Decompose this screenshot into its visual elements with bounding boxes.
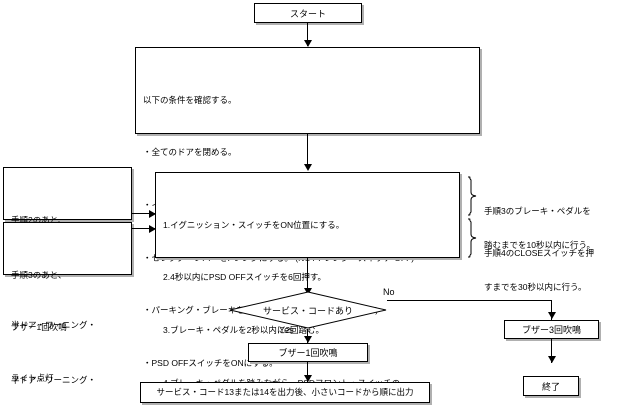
arrowhead-note-step3 <box>149 224 156 233</box>
node-conditions: 以下の条件を確認する。 ・全てのドアを閉める。 ・イグニッション・スイッチをLO… <box>135 47 480 368</box>
note-step3-line-2: ブザー1回吹鳴 <box>11 322 67 333</box>
node-end-label: 終了 <box>541 381 560 392</box>
conditions-line-2: ・全てのドアを閉める。 <box>143 147 237 158</box>
arrowhead-end <box>547 356 556 363</box>
note-step3-line-3: 半ドア・ワーニング・ <box>11 374 97 385</box>
note-brace-30sec-line-1: 手順4のCLOSEスイッチを押 <box>484 248 595 259</box>
arrowhead-procedure <box>303 164 312 171</box>
edge-note-step3-to-procedure <box>132 228 156 229</box>
arrowhead-buzzer-three <box>547 312 556 319</box>
conditions-line-6: ・PSD OFFスイッチをONにする。 <box>143 357 278 368</box>
note-step2-line-3: 半ドア・ワーニング・ <box>11 319 97 330</box>
arrowhead-note-step2 <box>149 209 156 218</box>
node-output: サービス・コード13または14を出力後、小さいコードから順に出力 <box>140 382 430 403</box>
edge-label-yes: Yes <box>279 325 294 335</box>
procedure-line-1: 1.イグニッション・スイッチをON位置にする。 <box>163 219 345 230</box>
edge-label-no: No <box>383 287 395 297</box>
node-procedure: 1.イグニッション・スイッチをON位置にする。 2.4秒以内にPSD OFFスイ… <box>155 172 460 388</box>
note-brace-10sec-line-1: 手順3のブレーキ・ペダルを <box>484 206 591 217</box>
brace-10sec <box>466 176 478 216</box>
arrowhead-conditions <box>303 40 312 47</box>
edge-start-to-conditions <box>307 23 308 46</box>
node-end: 終了 <box>523 376 579 396</box>
node-output-label: サービス・コード13または14を出力後、小さいコードから順に出力 <box>156 386 414 397</box>
note-brace-10sec: 手順3のブレーキ・ペダルを 踏むまでを10秒以内に行う。 <box>484 184 614 274</box>
procedure-line-3: 3.ブレーキ・ペダルを2秒以内に2回踏む。 <box>163 324 325 335</box>
procedure-line-2: 2.4秒以内にPSD OFFスイッチを6回押す。 <box>163 272 327 283</box>
note-brace-10sec-line-2: 踏むまでを10秒以内に行う。 <box>484 240 595 251</box>
edge-decision-no-vertical <box>551 300 552 320</box>
arrowhead-buzzer-once <box>303 336 312 343</box>
edge-buzzer-once-to-output <box>307 362 308 383</box>
node-decision-label: サービス・コードあり <box>262 305 353 316</box>
note-step3-line-1: 手順3のあと、 <box>11 269 67 280</box>
conditions-line-1: 以下の条件を確認する。 <box>143 94 237 105</box>
note-step2: 手順2のあと、 ブザー1回吹鳴 半ドア・ワーニング・ ライト点灯 <box>3 167 132 383</box>
edge-buzzer-three-to-end <box>551 339 552 363</box>
edge-note-step2-to-procedure <box>132 213 156 214</box>
node-buzzer-three: ブザー3回吹鳴 <box>504 320 599 339</box>
note-step2-line-4: ライト点灯 <box>11 372 54 383</box>
arrowhead-output <box>303 375 312 382</box>
note-brace-30sec: 手順4のCLOSEスイッチを押 すまでを30秒以内に行う。 <box>484 226 614 316</box>
note-brace-30sec-line-2: すまでを30秒以内に行う。 <box>484 282 587 293</box>
arrowhead-decision <box>303 288 312 295</box>
edge-conditions-to-procedure <box>307 134 308 166</box>
note-step2-line-1: 手順2のあと、 <box>11 214 67 225</box>
brace-30sec <box>466 218 478 258</box>
node-decision: サービス・コードあり <box>228 291 388 329</box>
note-step3: 手順3のあと、 ブザー1回吹鳴 半ドア・ワーニング・ ライト消灯 <box>3 222 132 385</box>
edge-procedure-to-decision <box>307 258 308 291</box>
edge-decision-no-horizontal <box>387 300 552 301</box>
node-buzzer-three-label: ブザー3回吹鳴 <box>521 325 581 335</box>
node-buzzer-once-label: ブザー1回吹鳴 <box>278 348 338 358</box>
node-start-label: スタート <box>289 8 326 19</box>
node-start: スタート <box>254 3 362 23</box>
node-buzzer-once: ブザー1回吹鳴 <box>248 343 368 362</box>
